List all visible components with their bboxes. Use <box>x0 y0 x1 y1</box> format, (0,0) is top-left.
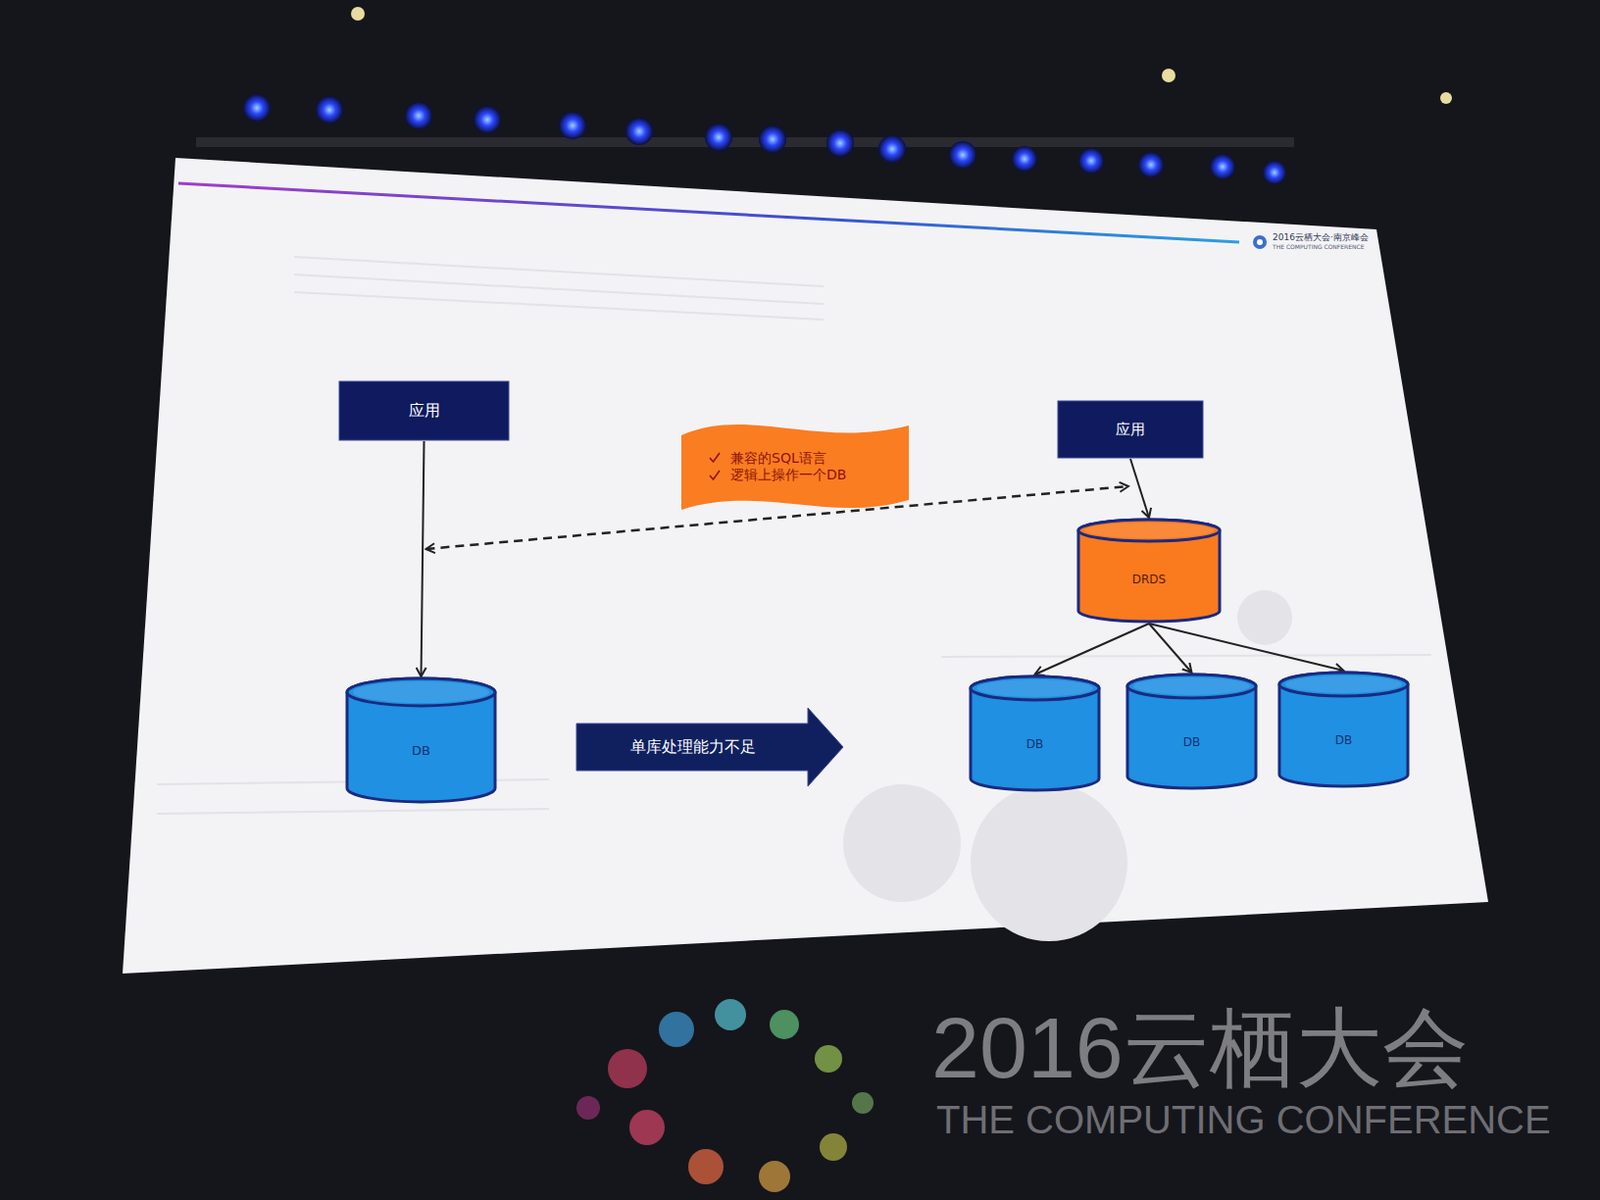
conference-logo-icon <box>1252 235 1267 250</box>
node-text: DB <box>1183 735 1200 750</box>
database-cylinder: DB <box>968 674 1101 793</box>
stage-logo-dots <box>576 999 874 1193</box>
conference-subtitle: THE COMPUTING CONFERENCE <box>1272 243 1365 250</box>
app-box: 应用 <box>338 380 510 442</box>
note-flag: 兼容的SQL语言逻辑上操作一个DB <box>681 419 909 514</box>
check-mark <box>708 469 721 482</box>
connector-arrow <box>1130 458 1150 518</box>
connector-arrow <box>1149 623 1193 673</box>
drds-cylinder-outline <box>1076 517 1222 624</box>
connector-arrow <box>1149 623 1345 671</box>
node-text: DB <box>1335 733 1352 749</box>
node-text: 逻辑上操作一个DB <box>730 466 847 485</box>
scan-lines <box>156 256 1432 814</box>
stage-subtitle: THE COMPUTING CONFERENCE <box>936 1098 1551 1143</box>
node-text: 单库处理能力不足 <box>630 737 756 757</box>
note-row: 兼容的SQL语言 <box>708 450 827 468</box>
note-row: 逻辑上操作一个DB <box>708 466 847 485</box>
database-cylinder-outline <box>345 676 498 804</box>
database-cylinder-outline <box>1277 670 1410 789</box>
truss <box>196 137 1295 148</box>
connector-arrow <box>1035 623 1150 675</box>
node-text: DRDS <box>1132 572 1166 588</box>
check-mark <box>708 451 721 464</box>
stage-lights <box>243 6 1452 185</box>
database-cylinder: DB <box>1277 670 1410 789</box>
arrow-banner: 单库处理能力不足 <box>576 707 844 787</box>
header-rule <box>178 183 1240 243</box>
node-text: 应用 <box>1115 420 1146 440</box>
database-cylinder-outline <box>968 674 1101 793</box>
node-text: DB <box>1026 737 1044 752</box>
node-text: 兼容的SQL语言 <box>730 450 827 468</box>
database-cylinder: DB <box>1125 672 1258 791</box>
drds-cylinder: DRDS <box>1076 517 1222 624</box>
conference-title: 2016云栖大会·南京峰会 <box>1272 231 1369 245</box>
node-text: 应用 <box>408 400 441 421</box>
stage-title: 2016云栖大会 <box>931 990 1469 1107</box>
database-cylinder: DB <box>345 676 498 804</box>
connector-arrow <box>421 441 425 677</box>
app-box: 应用 <box>1056 400 1204 459</box>
database-cylinder-outline <box>1125 672 1258 791</box>
slide-screen <box>122 157 1489 974</box>
node-text: DB <box>411 743 431 759</box>
